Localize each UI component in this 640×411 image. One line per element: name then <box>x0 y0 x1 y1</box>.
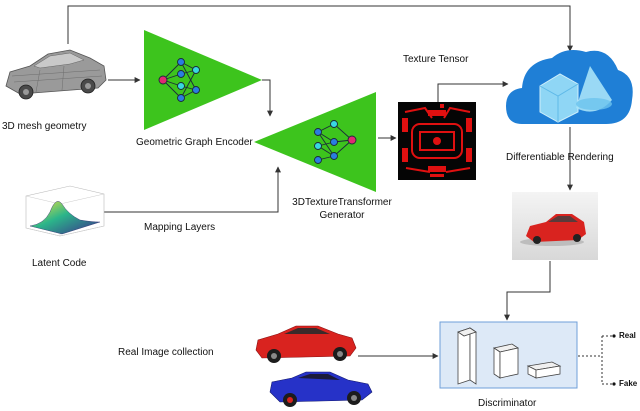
rendered-car-image <box>512 192 598 260</box>
latent-label: Latent Code <box>32 258 87 269</box>
generator-label-line2: Generator <box>319 210 365 221</box>
arrow-latent-to-generator <box>104 166 281 213</box>
connectors <box>67 5 612 385</box>
renderer-cloud-icon <box>506 50 633 124</box>
fake-output-dot <box>612 382 616 386</box>
arrow-render-to-discriminator <box>504 261 551 321</box>
arrow-mesh-to-renderer <box>67 5 573 52</box>
encoder-label: Geometric Graph Encoder <box>136 137 253 148</box>
generator-graph-icon <box>314 120 357 164</box>
texture-tensor-image <box>398 102 476 180</box>
real-collection-label: Real Image collection <box>118 347 214 358</box>
mesh-label: 3D mesh geometry <box>2 121 87 132</box>
texture-transformer-generator-block <box>254 92 376 192</box>
real-red-car-image <box>255 325 357 363</box>
discriminator-label: Discriminator <box>478 398 537 409</box>
output-dotted-lines <box>578 335 612 385</box>
discriminator-block <box>439 321 578 389</box>
rendering-label: Differentiable Rendering <box>506 152 614 163</box>
generator-label-line1: 3DTextureTransformer <box>292 197 392 208</box>
tensor-label: Texture Tensor <box>403 54 469 65</box>
latent-code-plot <box>25 185 105 237</box>
real-blue-car-image <box>269 371 373 407</box>
encoder-graph-icon <box>158 58 200 102</box>
mapping-label: Mapping Layers <box>144 222 216 233</box>
fake-output-label: Fake <box>619 379 638 388</box>
real-output-label: Real <box>619 331 636 340</box>
mesh-car-image <box>5 49 107 100</box>
generator-triangle <box>254 92 376 192</box>
arrow-tensor-to-renderer <box>437 81 509 102</box>
encoder-triangle <box>144 30 262 130</box>
real-output-dot <box>612 334 616 338</box>
arrow-encoder-to-generator <box>262 79 273 117</box>
geometric-graph-encoder-block <box>144 30 262 130</box>
